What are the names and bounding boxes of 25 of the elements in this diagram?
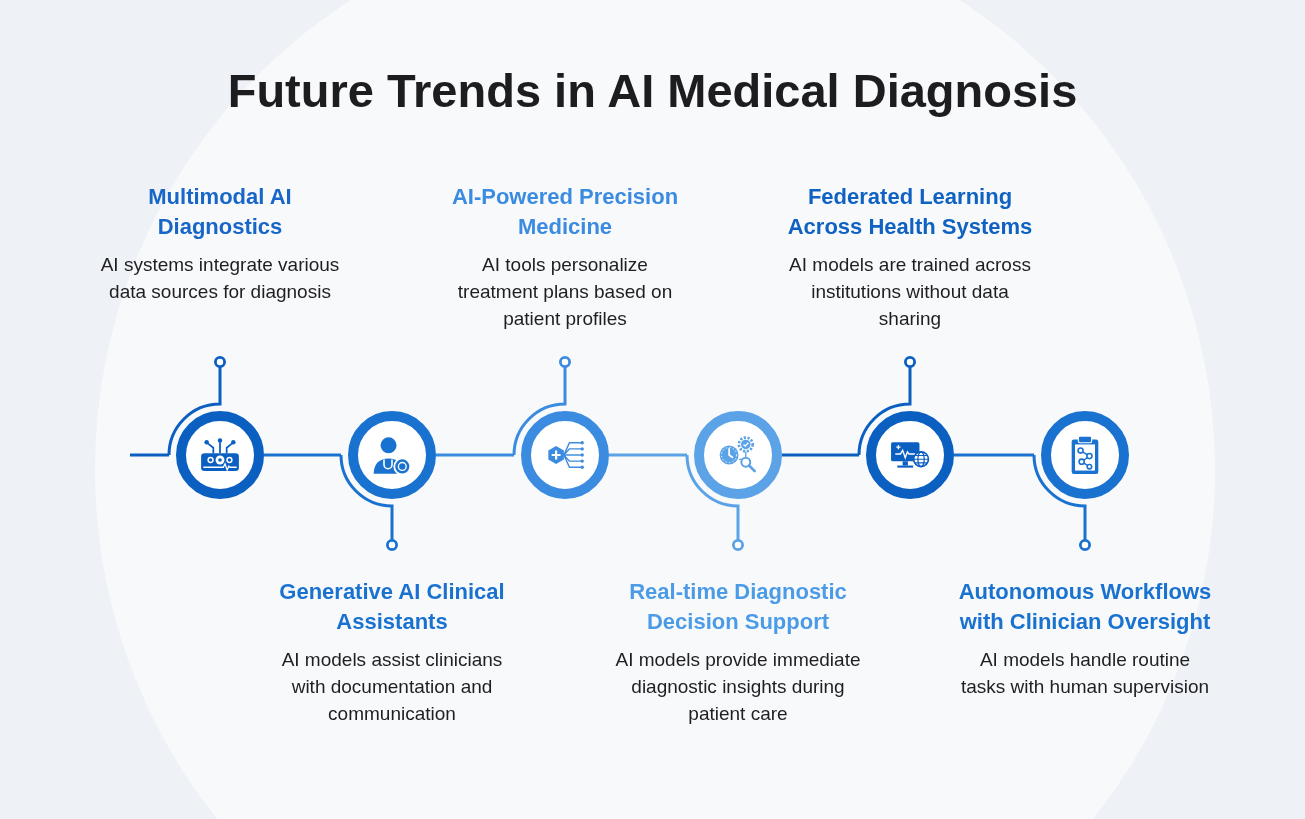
leader-line (1032, 454, 1091, 551)
step-heading: Federated Learning Across Health Systems (786, 183, 1034, 241)
step-heading: Multimodal AI Diagnostics (147, 183, 293, 241)
connector-line (782, 453, 859, 457)
connector-line (609, 453, 687, 457)
connector-line (264, 453, 341, 457)
step-heading: AI-Powered Precision Medicine (450, 183, 680, 241)
step-heading: Real-time Diagnostic Decision Support (628, 578, 848, 636)
leader-line (167, 356, 226, 456)
leader-line (512, 356, 571, 456)
step-heading: Autonomous Workflows with Clinician Oversight (957, 578, 1213, 636)
connector-line (436, 453, 514, 457)
step-heading: Generative AI Clinical Assistants (278, 578, 506, 636)
step-description: AI systems integrate various data sources for diagnosis (99, 253, 341, 304)
step-description: AI tools personalize treatment plans based on patient profiles (456, 253, 674, 331)
step-description: AI models provide immediate diagnostic insights during patient care (614, 648, 862, 726)
connector-line (954, 453, 1034, 457)
diagram-title: Future Trends in AI Medical Diagnosis (227, 63, 1078, 119)
step-description: AI models are trained across institutions without data sharing (788, 253, 1032, 331)
leader-line (339, 454, 398, 551)
leader-line (685, 454, 744, 551)
step-description: AI models assist clinicians with documentation and communication (280, 648, 504, 726)
step-description: AI models handle routine tasks with human supervision (960, 648, 1210, 699)
connector-line (130, 453, 169, 457)
leader-line (857, 356, 916, 456)
